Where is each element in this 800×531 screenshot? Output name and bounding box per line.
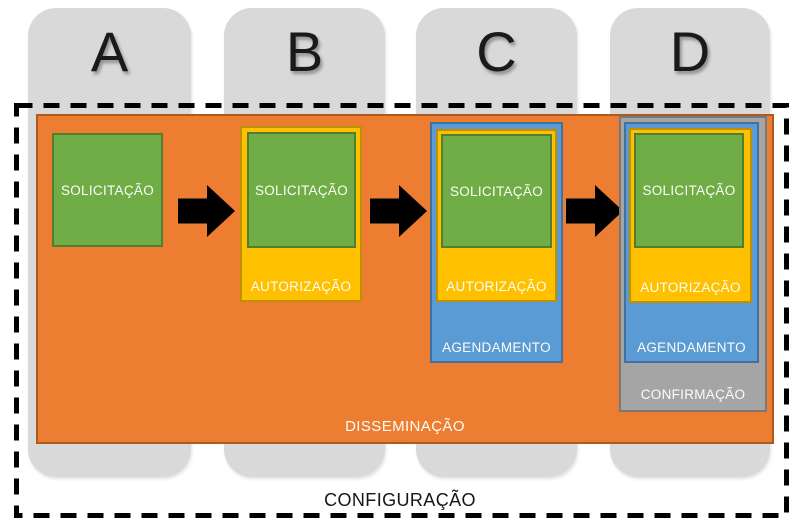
stage-tab-b-label: B [285, 20, 324, 83]
stage-tab-d-label: D [669, 20, 711, 83]
disseminacao-label: DISSEMINAÇÃO [345, 418, 465, 435]
solicitacao-box-stage-c: SOLICITAÇÃO [441, 134, 552, 248]
solicitacao-label: SOLICITAÇÃO [254, 182, 349, 198]
solicitacao-label: SOLICITAÇÃO [60, 182, 155, 198]
solicitacao-box-stage-a: SOLICITAÇÃO [52, 133, 163, 247]
agendamento-label: AGENDAMENTO [637, 340, 746, 355]
autorizacao-label: AUTORIZAÇÃO [250, 279, 352, 294]
stage-tab-a-label: A [90, 20, 129, 83]
solicitacao-box-stage-d: SOLICITAÇÃO [634, 133, 744, 248]
confirmacao-label: CONFIRMAÇÃO [640, 387, 746, 402]
solicitacao-label: SOLICITAÇÃO [642, 183, 736, 198]
arrow-right-icon [178, 185, 235, 237]
autorizacao-label: AUTORIZAÇÃO [446, 279, 547, 294]
stage-tab-c-label: C [476, 20, 517, 83]
configuracao-label: CONFIGURAÇÃO [324, 490, 476, 510]
arrow-right-icon [566, 185, 623, 237]
autorizacao-label: AUTORIZAÇÃO [640, 280, 741, 295]
agendamento-label: AGENDAMENTO [442, 340, 551, 355]
arrow-right-icon [370, 185, 427, 237]
solicitacao-label: SOLICITAÇÃO [449, 183, 544, 199]
solicitacao-box-stage-b: SOLICITAÇÃO [247, 132, 356, 248]
